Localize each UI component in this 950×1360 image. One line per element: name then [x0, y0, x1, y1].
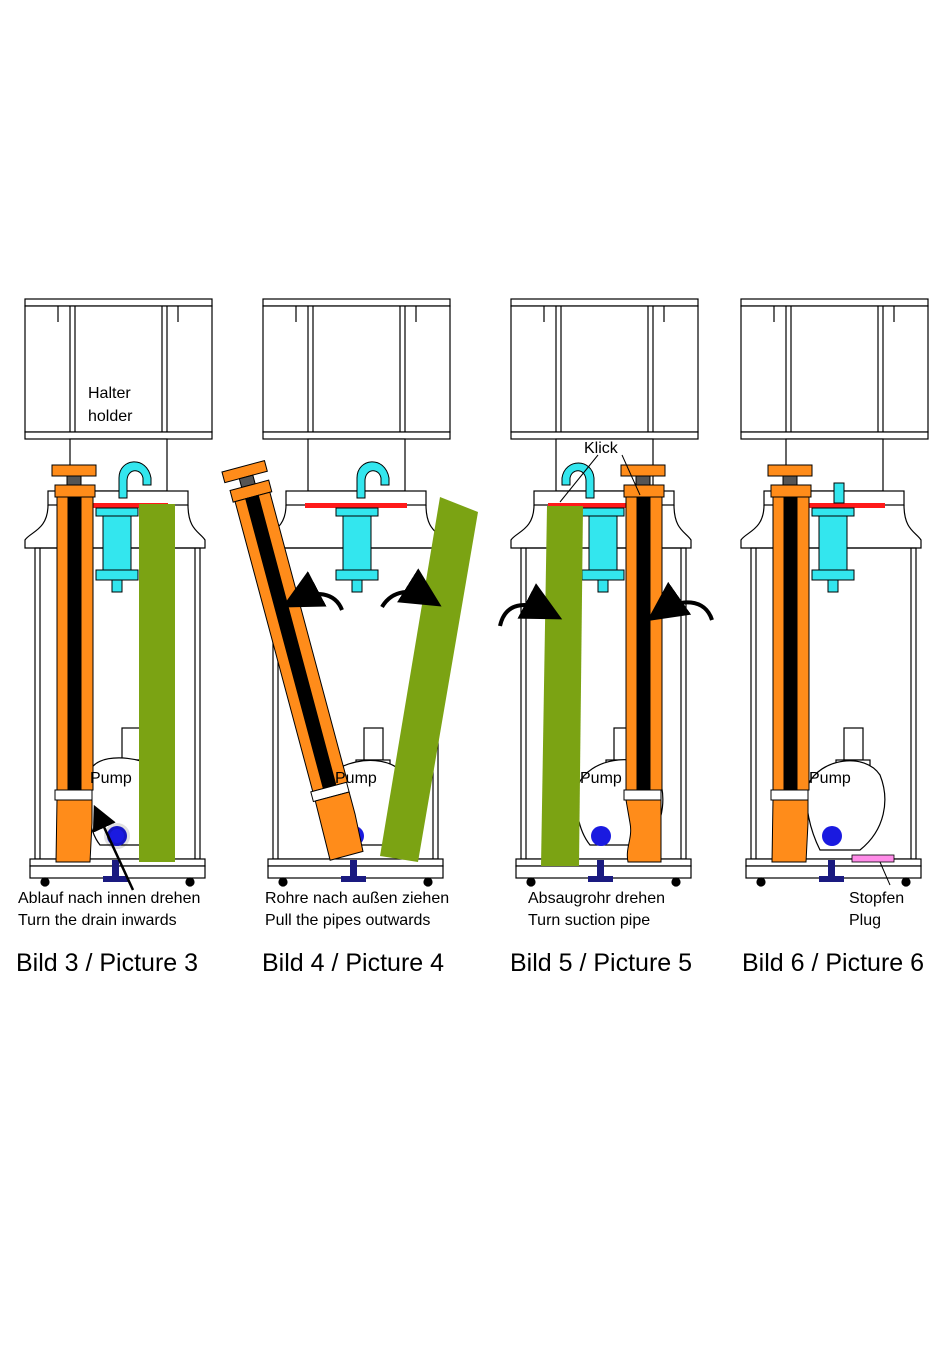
picture-4: Pump Rohre nach außen ziehen Pull the pi… [222, 299, 478, 977]
suction-pipe-5 [541, 506, 583, 866]
picture-6: Pump Stopfen Plug Bild 6 / Picture 6 [741, 299, 928, 977]
stopfen-label: Stopfen [849, 890, 904, 907]
instruction-en-5: Turn suction pipe [528, 912, 650, 929]
plug [852, 855, 894, 862]
holder-bar-4 [305, 503, 407, 508]
arrow-5-left [500, 605, 548, 626]
drain-pipe-5 [621, 465, 665, 862]
pump-label-3: Pump [90, 770, 132, 787]
caption-5: Bild 5 / Picture 5 [510, 949, 692, 977]
picture-5: Klick Pump Absaugrohr drehen Turn suctio… [500, 299, 712, 977]
pump-label-4: Pump [335, 770, 377, 787]
caption-4: Bild 4 / Picture 4 [262, 949, 444, 977]
suction-pipe-3 [139, 504, 175, 862]
caption-6: Bild 6 / Picture 6 [742, 949, 924, 977]
instruction-de-5: Absaugrohr drehen [528, 890, 665, 907]
halter-label: Halter [88, 385, 131, 402]
caption-3: Bild 3 / Picture 3 [16, 949, 198, 977]
drain-pipe-6 [768, 465, 812, 862]
arrow-4-left [296, 594, 342, 610]
plug-label: Plug [849, 912, 881, 929]
pump-label-5: Pump [580, 770, 622, 787]
drain-pipe-3 [52, 465, 96, 862]
instruction-de-4: Rohre nach außen ziehen [265, 890, 449, 907]
pump-outlet-dot-6 [822, 826, 842, 846]
pump-label-6: Pump [809, 770, 851, 787]
picture-3: Halter holder Pump Ablauf nach innen dre… [16, 299, 212, 977]
arrow-4-right [382, 592, 428, 607]
pump-outlet-dot-5 [591, 826, 611, 846]
holder-label: holder [88, 408, 133, 425]
instruction-de-3: Ablauf nach innen drehen [18, 890, 200, 907]
klick-label: Klick [584, 440, 619, 457]
instruction-en-4: Pull the pipes outwards [265, 912, 430, 929]
suction-pipe-4 [380, 497, 478, 862]
instruction-en-3: Turn the drain inwards [18, 912, 177, 929]
